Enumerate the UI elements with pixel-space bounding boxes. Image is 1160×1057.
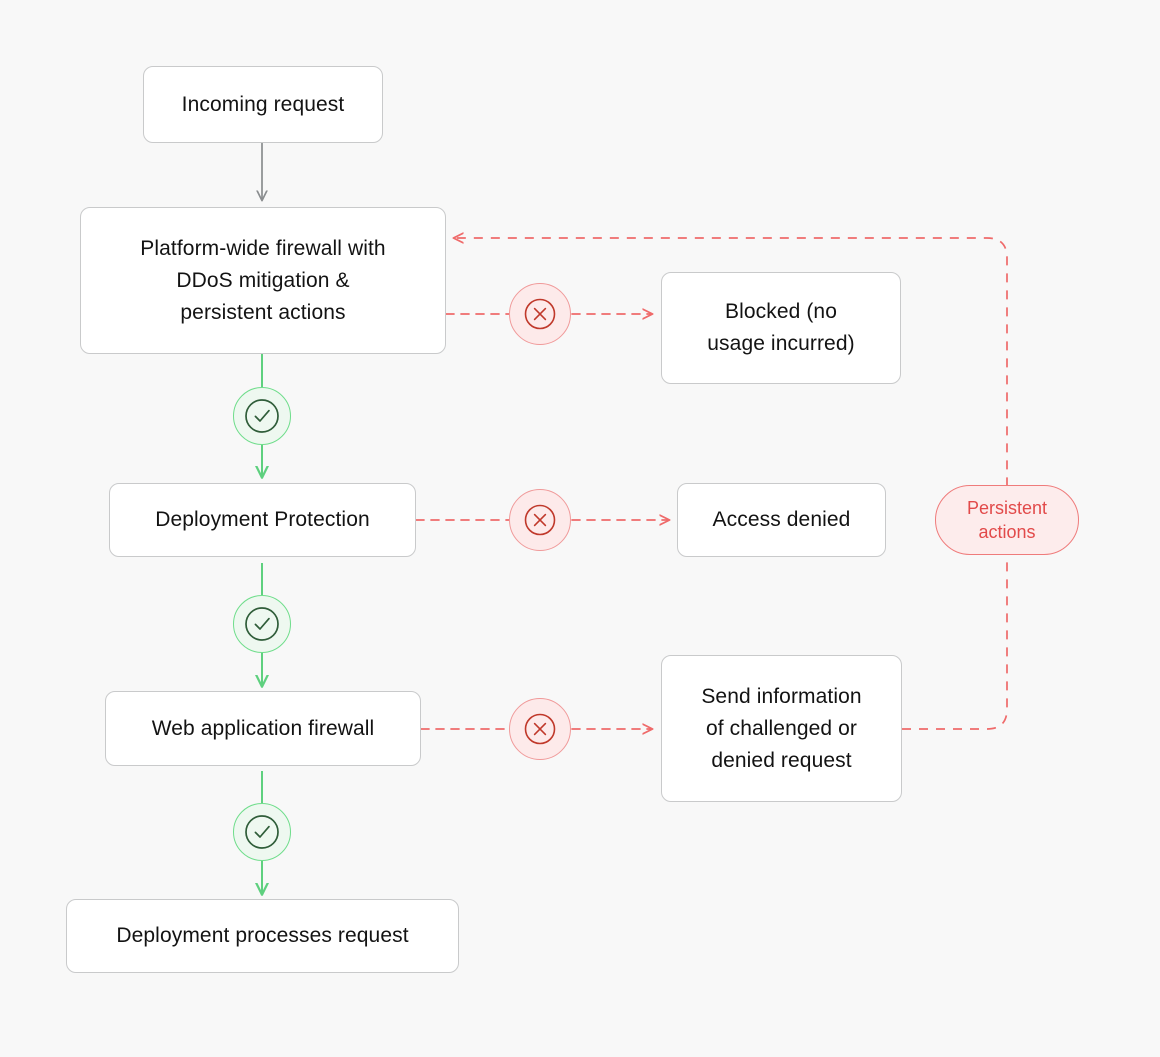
node-deployment-processes-request[interactable]: Deployment processes request [66, 899, 459, 973]
node-label: Deployment Protection [155, 508, 370, 531]
check-circle-icon [243, 605, 281, 643]
node-access-denied[interactable]: Access denied [677, 483, 886, 557]
node-label: Access denied [712, 508, 851, 531]
node-send-information[interactable]: Send information of challenged or denied… [661, 655, 902, 802]
node-label: Incoming request [181, 92, 345, 116]
node-persistent-actions[interactable]: Persistent actions [935, 485, 1079, 555]
node-blocked[interactable]: Blocked (no usage incurred) [661, 272, 901, 384]
check-circle-icon [243, 397, 281, 435]
node-platform-firewall[interactable]: Platform-wide firewall with DDoS mitigat… [80, 207, 446, 354]
node-web-application-firewall[interactable]: Web application firewall [105, 691, 421, 766]
node-label: Web application firewall [151, 716, 375, 740]
node-incoming-request[interactable]: Incoming request [143, 66, 383, 143]
badge-deny-blocked[interactable] [509, 283, 571, 345]
badge-allow-waf-pass[interactable] [233, 803, 291, 861]
badge-deny-access-denied[interactable] [509, 489, 571, 551]
badge-allow-firewall-pass[interactable] [233, 387, 291, 445]
node-label: Platform-wide firewall with DDoS mitigat… [140, 236, 386, 324]
node-label: Send information of challenged or denied… [701, 684, 862, 772]
badge-allow-deployment-pass[interactable] [233, 595, 291, 653]
x-circle-icon [523, 297, 557, 331]
node-label: Deployment processes request [116, 924, 409, 947]
check-circle-icon [243, 813, 281, 851]
x-circle-icon [523, 712, 557, 746]
node-deployment-protection[interactable]: Deployment Protection [109, 483, 416, 557]
node-label: Blocked (no usage incurred) [707, 300, 855, 355]
node-label: Persistent actions [966, 498, 1048, 542]
badge-deny-waf[interactable] [509, 698, 571, 760]
x-circle-icon [523, 503, 557, 537]
